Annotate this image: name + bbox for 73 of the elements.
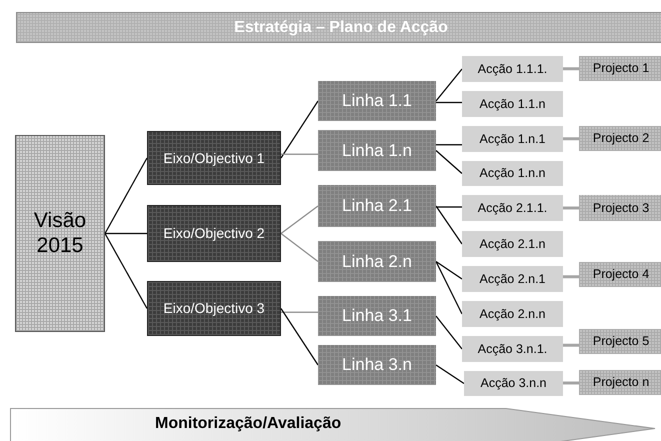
objective-box: [147, 281, 281, 336]
connector-line: [281, 312, 318, 313]
action-box: [462, 161, 563, 186]
action-box: [464, 371, 563, 396]
node-label: Linha 3.1: [342, 306, 412, 326]
connector-line: [104, 158, 148, 234]
node-label: Acção 1.1.n: [479, 96, 546, 112]
project-box: [579, 262, 661, 287]
node-label: Acção 2.n.1: [479, 272, 546, 286]
node-label: Acção 1.n.1: [479, 132, 546, 146]
action-box: [462, 126, 563, 152]
connector-line: [563, 275, 579, 278]
objective-box: [147, 205, 281, 262]
connector-line: [436, 68, 462, 102]
connector-line: [105, 232, 147, 234]
action-box: [462, 91, 563, 117]
node-label: Eixo/Objectivo 2: [163, 225, 265, 242]
node-label: Projecto 2: [592, 131, 650, 146]
objective-box: [147, 131, 281, 185]
node-label: Linha 1.1: [342, 91, 412, 111]
title-banner: Estratégia – Plano de Acção: [16, 12, 661, 43]
project-box: [579, 195, 661, 221]
connector-line: [436, 150, 462, 174]
connector-line: [280, 100, 318, 158]
connector-line: [436, 102, 462, 104]
project-box: [579, 370, 661, 395]
node-label: Eixo/Objectivo 3: [163, 300, 265, 317]
node-label: Projecto 4: [592, 267, 650, 282]
connector-line: [563, 137, 579, 140]
node-label: Acção 1.n.n: [479, 166, 546, 181]
project-box: [579, 126, 661, 151]
node-label: Acção 2.n.n: [479, 306, 546, 322]
connector-line: [436, 206, 462, 208]
connector-line: [104, 233, 148, 309]
connector-line: [435, 261, 463, 314]
action-box: [462, 266, 563, 292]
node-label: Acção 2.1.1.: [478, 200, 548, 216]
node-label: Monitorização/Avaliação: [155, 415, 342, 434]
connector-line: [436, 261, 462, 280]
node-label: Projecto n: [592, 375, 650, 390]
project-box: [579, 56, 661, 81]
connector-line: [436, 144, 462, 146]
node-label: Acção 3.n.n: [480, 376, 546, 391]
connector-line: [563, 382, 579, 384]
node-label: Acção 1.1.1.: [478, 62, 548, 76]
node-label: Linha 2.n: [342, 252, 412, 272]
node-label: Acção 2.1.n: [479, 236, 546, 252]
node-label: Eixo/Objectivo 1: [163, 150, 265, 166]
connector-line: [436, 364, 464, 384]
connector-line: [436, 316, 462, 350]
action-box: [462, 56, 563, 82]
connector-line: [436, 206, 462, 244]
node-label: Projecto 5: [592, 334, 650, 349]
action-box: [462, 195, 563, 221]
connector-line: [280, 206, 318, 234]
node-label: Projecto 3: [592, 200, 650, 216]
node-label: Acção 3.n.1.: [478, 342, 548, 356]
connector-line: [280, 308, 318, 366]
action-box: [462, 336, 563, 362]
node-label: Linha 1.n: [342, 140, 412, 160]
node-label: Projecto 1: [592, 61, 650, 76]
node-label: Linha 3.n: [342, 355, 412, 375]
connector-line: [280, 233, 318, 262]
node-label: Linha 2.1: [342, 196, 412, 216]
connector-line: [563, 67, 579, 70]
vision-box: [15, 135, 105, 332]
connector-line: [563, 206, 579, 210]
connector-line: [563, 344, 579, 347]
action-box: [462, 231, 563, 257]
connector-line: [281, 154, 318, 155]
project-box: [579, 329, 661, 354]
action-box: [462, 301, 563, 327]
node-label: Visão 2015: [32, 209, 88, 258]
